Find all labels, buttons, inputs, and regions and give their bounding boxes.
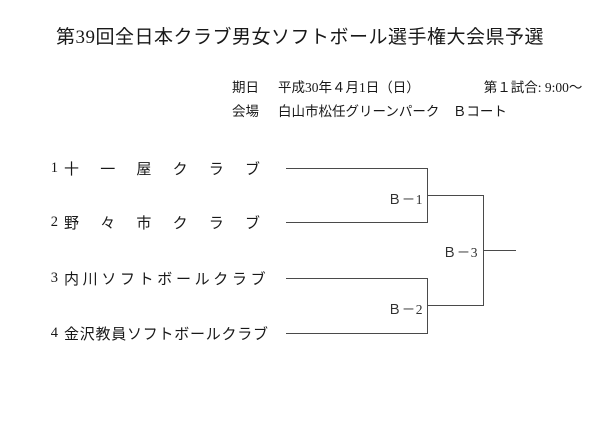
seed-number: 2 <box>50 213 58 230</box>
match-label-b2: Ｂ－2 <box>387 302 423 317</box>
bracket-team-1: 1 十一屋クラブ <box>36 157 260 179</box>
bracket-team-3: 3 内川ソフトボールクラブ <box>36 267 266 289</box>
team-2-line <box>286 222 428 223</box>
team-1-line <box>286 168 428 169</box>
match-b1-advance-line <box>427 195 484 196</box>
team-name: 内川ソフトボールクラブ <box>64 271 266 288</box>
champion-line <box>483 250 516 251</box>
bracket-team-4: 4 金沢教員ソフトボールクラブ <box>36 322 268 344</box>
team-4-line <box>286 333 428 334</box>
date-value: 平成30年４月1日（日） <box>278 80 420 95</box>
first-game-time: 第１試合: 9:00〜 <box>483 80 583 95</box>
team-3-line <box>286 278 428 279</box>
venue-value: 白山市松任グリーンパーク Ｂコート <box>278 104 507 119</box>
team-name: 金沢教員ソフトボールクラブ <box>64 326 268 343</box>
event-venue-row: 会場 白山市松任グリーンパーク Ｂコート <box>232 100 582 124</box>
seed-number: 4 <box>50 324 58 341</box>
bracket-team-2: 2 野々市クラブ <box>36 211 260 233</box>
date-label: 期日 <box>232 80 259 95</box>
team-name: 十一屋クラブ <box>64 161 260 178</box>
team-name: 野々市クラブ <box>64 215 260 232</box>
event-details: 期日 平成30年４月1日（日） 第１試合: 9:00〜 会場 白山市松任グリーン… <box>232 76 582 124</box>
event-date-row: 期日 平成30年４月1日（日） 第１試合: 9:00〜 <box>232 76 582 100</box>
venue-label: 会場 <box>232 104 259 119</box>
page-title: 第39回全日本クラブ男女ソフトボール選手権大会県予選 <box>55 27 544 48</box>
seed-number: 3 <box>50 269 58 286</box>
match-label-b1: Ｂ－1 <box>387 192 423 207</box>
match-b2-advance-line <box>427 305 484 306</box>
match-label-b3: Ｂ－3 <box>442 245 478 260</box>
seed-number: 1 <box>50 159 58 176</box>
